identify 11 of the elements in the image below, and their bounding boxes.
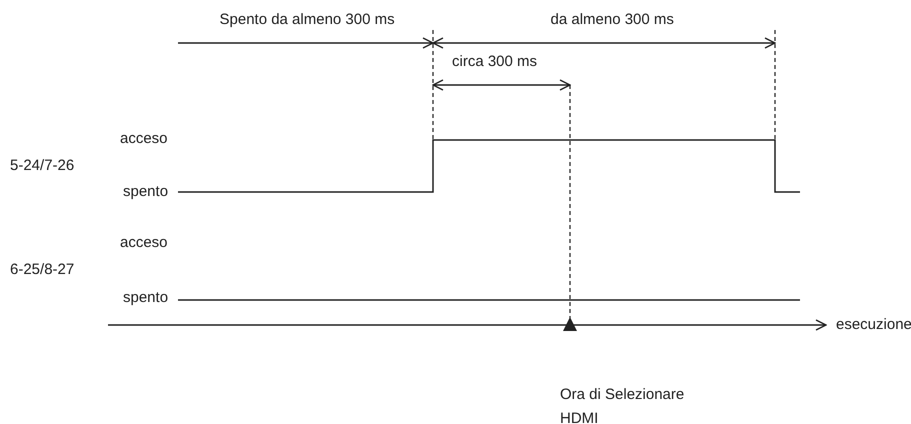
state-label: spento — [123, 289, 168, 307]
signal-label: 6-25/8-27 — [10, 261, 74, 279]
signal-label: 5-24/7-26 — [10, 157, 74, 175]
dimension-label: Spento da almeno 300 ms — [220, 11, 395, 29]
event-label: Ora di Selezionare HDMI — [560, 385, 686, 424]
dimension-label: da almeno 300 ms — [550, 11, 674, 29]
dimension-label: circa 300 ms — [452, 53, 538, 71]
axis-label: esecuzione — [836, 316, 911, 334]
state-label: spento — [123, 183, 168, 201]
state-label: acceso — [120, 234, 168, 252]
state-label: acceso — [120, 130, 168, 148]
